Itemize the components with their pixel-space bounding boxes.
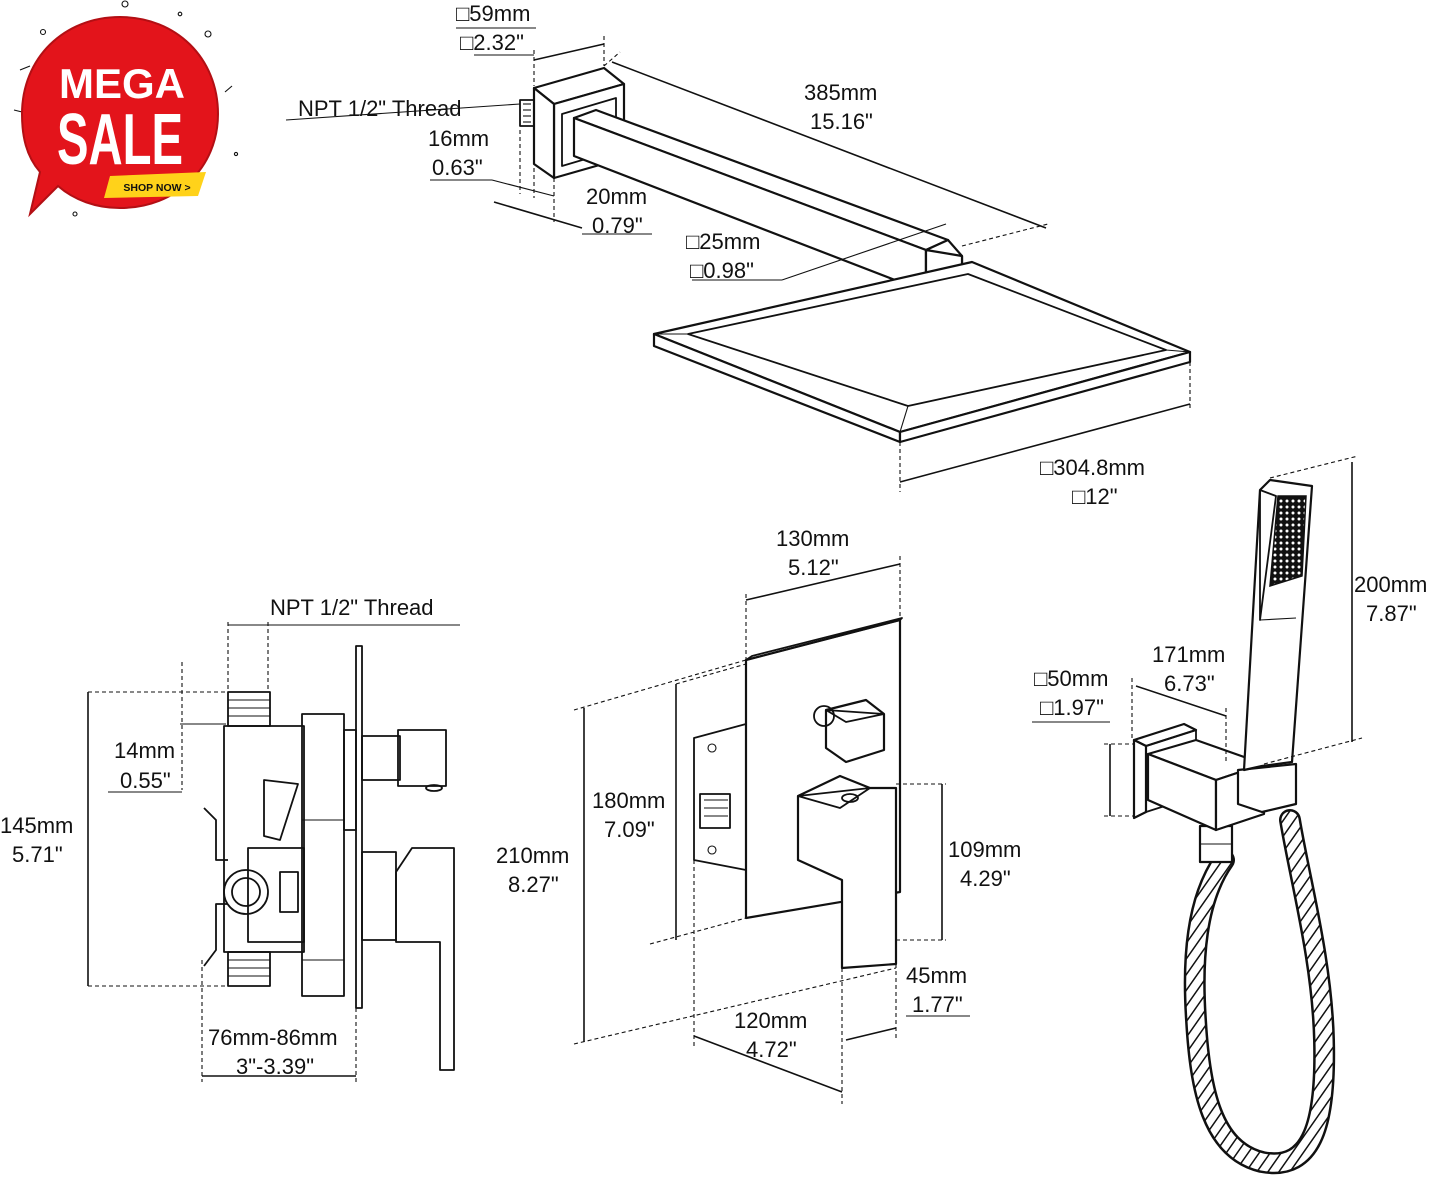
valve-height-in: 5.71": [12, 842, 63, 867]
valve-labels: NPT 1/2" Thread 14mm 0.55" 145mm 5.71" 7…: [0, 595, 434, 1079]
valve-depth-mm: 76mm-86mm: [208, 1025, 338, 1050]
arm-section-in: □0.98": [690, 258, 754, 283]
wand-length-mm: 200mm: [1354, 572, 1427, 597]
bracket-depth-in: 6.73": [1164, 671, 1215, 696]
plate-height-mm: 210mm: [496, 843, 569, 868]
head-size-mm: □304.8mm: [1040, 455, 1145, 480]
valve-thread-label: NPT 1/2" Thread: [270, 595, 434, 620]
badge-line-2: SALE: [57, 100, 183, 180]
thread-length-mm: 16mm: [428, 126, 489, 151]
handle-height-in: 4.29": [960, 866, 1011, 891]
plate-width-mm: 130mm: [776, 526, 849, 551]
base-depth-mm: 20mm: [586, 184, 647, 209]
arm-length-mm: 385mm: [804, 80, 877, 105]
hand-shower-view: [1132, 478, 1336, 1175]
trim-plate-view: [693, 617, 903, 970]
thread-offset-mm: 14mm: [114, 738, 175, 763]
badge-decor: [13, 0, 239, 217]
shop-now-label[interactable]: SHOP NOW >: [123, 182, 190, 194]
shower-head-assembly: [519, 66, 1192, 444]
base-depth-in: 0.79": [592, 213, 643, 238]
valve-depth-in: 3"-3.39": [236, 1054, 314, 1079]
arm-base-size-in: □2.32": [460, 30, 524, 55]
bracket-size-mm: □50mm: [1034, 666, 1108, 691]
hand-shower-dimensions: [1032, 455, 1363, 817]
mega-sale-badge[interactable]: MEGA SALE SHOP NOW >: [13, 0, 239, 218]
hand-shower-labels: □50mm □1.97" 171mm 6.73" 200mm 7.87": [1034, 572, 1427, 720]
shop-now-ribbon[interactable]: [104, 172, 206, 198]
plate-height-in: 8.27": [508, 872, 559, 897]
body-width-mm: 120mm: [734, 1008, 807, 1033]
thread-length-in: 0.63": [432, 155, 483, 180]
valve-dimensions: [87, 622, 460, 1082]
body-height-in: 7.09": [604, 817, 655, 842]
trim-plate-dimensions: [573, 556, 970, 1104]
handle-depth-in: 1.77": [912, 992, 963, 1017]
badge-line-1: MEGA: [59, 60, 185, 107]
plate-width-in: 5.12": [788, 555, 839, 580]
sale-bubble: [20, 15, 220, 218]
arm-base-size-mm: □59mm: [456, 1, 530, 26]
bracket-depth-mm: 171mm: [1152, 642, 1225, 667]
shower-head-labels: □59mm □2.32" NPT 1/2" Thread 16mm 0.63" …: [298, 1, 1145, 509]
head-size-in: □12": [1072, 484, 1118, 509]
handle-depth-mm: 45mm: [906, 963, 967, 988]
trim-plate-labels: 130mm 5.12" 180mm 7.09" 210mm 8.27" 109m…: [496, 526, 1021, 1062]
bracket-size-in: □1.97": [1040, 695, 1104, 720]
arm-thread-label: NPT 1/2" Thread: [298, 96, 462, 121]
handle-height-mm: 109mm: [948, 837, 1021, 862]
body-width-in: 4.72": [746, 1037, 797, 1062]
shower-head-dimensions: [285, 27, 1191, 492]
valve-height-mm: 145mm: [0, 813, 73, 838]
body-height-mm: 180mm: [592, 788, 665, 813]
arm-length-in: 15.16": [810, 109, 873, 134]
thread-offset-in: 0.55": [120, 768, 171, 793]
arm-section-mm: □25mm: [686, 229, 760, 254]
valve-side-view: [203, 645, 455, 1071]
wand-length-in: 7.87": [1366, 601, 1417, 626]
